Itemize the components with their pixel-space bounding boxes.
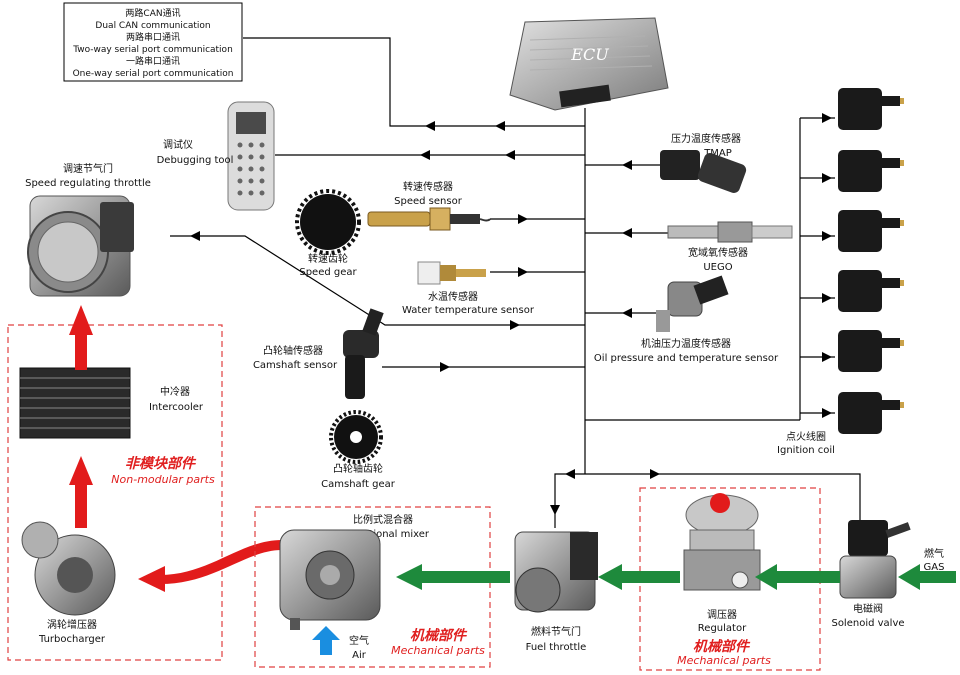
- tmap-cn: 压力温度传感器: [671, 132, 741, 145]
- water-sensor-cn: 水温传感器: [428, 290, 478, 303]
- ignition-coil-6: [838, 392, 904, 434]
- tmap-en: TMAP: [703, 148, 732, 159]
- ignition-coils: [838, 88, 904, 434]
- speed-sensor-en: Speed sensor: [394, 196, 463, 207]
- ignition-coil-1: [838, 88, 904, 130]
- comm-line1-cn: 两路CAN通讯: [125, 7, 180, 19]
- comm-line2-en: Two-way serial port communication: [72, 45, 233, 55]
- speed-gear-cn: 转速齿轮: [308, 252, 348, 265]
- comm-box: 两路CAN通讯 Dual CAN communication 两路串口通讯 Tw…: [63, 2, 243, 82]
- proportional-mixer-device: [279, 529, 381, 630]
- intercooler-device: [19, 367, 131, 439]
- comm-line3-cn: 一路串口通讯: [126, 55, 180, 67]
- water-temp-sensor-device: [417, 261, 486, 285]
- oil-sensor-en: Oil pressure and temperature sensor: [594, 353, 779, 364]
- fuel-throttle-cn: 燃料节气门: [531, 625, 581, 638]
- ignition-coil-2: [838, 150, 904, 192]
- non-modular-box: [7, 324, 223, 661]
- fuel-throttle-device: [514, 531, 598, 613]
- non-modular-en: Non-modular parts: [111, 473, 215, 486]
- camshaft-sensor-cn: 凸轮轴传感器: [263, 344, 323, 357]
- mechanical-1-en: Mechanical parts: [391, 644, 485, 657]
- ignition-cn: 点火线圈: [786, 430, 826, 443]
- uego-cn: 宽域氧传感器: [688, 246, 748, 259]
- ecu-unit: ECU: [509, 17, 669, 111]
- comm-line2-cn: 两路串口通讯: [126, 31, 180, 43]
- regulator-device: [683, 493, 761, 591]
- ignition-en: Ignition coil: [777, 445, 835, 456]
- gas-en: GAS: [924, 562, 945, 573]
- camshaft-sensor-en: Camshaft sensor: [253, 360, 338, 371]
- ecu-label: ECU: [570, 45, 609, 64]
- camshaft-gear-en: Camshaft gear: [321, 479, 396, 490]
- wire-arrows: [190, 113, 832, 515]
- mixer-cn: 比例式混合器: [353, 513, 413, 526]
- uego-en: UEGO: [703, 262, 732, 273]
- intercooler-en: Intercooler: [149, 402, 204, 413]
- debugging-tool-device: [227, 101, 275, 211]
- water-sensor-en: Water temperature sensor: [402, 305, 535, 316]
- regulator-cn: 调压器: [707, 609, 737, 621]
- turbo-en: Turbocharger: [38, 634, 106, 645]
- oil-sensor-cn: 机油压力温度传感器: [641, 337, 731, 350]
- solenoid-valve-device: [839, 520, 911, 599]
- solenoid-en: Solenoid valve: [831, 618, 904, 629]
- non-modular-cn: 非模块部件: [125, 455, 197, 472]
- mechanical-2-en: Mechanical parts: [677, 654, 771, 667]
- debug-tool-cn: 调试仪: [163, 138, 193, 151]
- uego-sensor-device: [667, 221, 793, 243]
- green-flow: [396, 564, 956, 590]
- speed-sensor-cn: 转速传感器: [403, 180, 453, 193]
- oil-sensor-device: [656, 275, 729, 332]
- air-arrow-icon: [312, 626, 340, 655]
- intercooler-cn: 中冷器: [160, 385, 190, 398]
- mixer-en: Proportional mixer: [337, 529, 430, 540]
- comm-line1-en: Dual CAN communication: [95, 21, 210, 31]
- regulator-en: Regulator: [698, 623, 747, 634]
- mechanical-2-cn: 机械部件: [693, 638, 751, 655]
- fuel-throttle-en: Fuel throttle: [526, 642, 587, 653]
- speed-gear-icon: [295, 189, 361, 255]
- camshaft-gear-cn: 凸轮轴齿轮: [333, 462, 383, 475]
- camshaft-sensor-device: [343, 308, 384, 399]
- comm-line3-en: One-way serial port communication: [73, 69, 234, 79]
- air-en: Air: [352, 650, 367, 661]
- ignition-coil-3: [838, 210, 904, 252]
- air-cn: 空气: [349, 634, 369, 647]
- mechanical-box-1: [254, 506, 491, 668]
- red-flow: [69, 305, 282, 592]
- turbocharger-device: [21, 521, 116, 616]
- debug-tool-en: Debugging tool: [157, 155, 234, 166]
- speed-throttle-device: [27, 195, 134, 297]
- gas-cn: 燃气: [924, 547, 944, 560]
- tmap-sensor-device: [660, 150, 747, 193]
- camshaft-gear-icon: [329, 410, 383, 464]
- mechanical-1-cn: 机械部件: [410, 627, 468, 644]
- turbo-cn: 涡轮增压器: [47, 618, 97, 631]
- ignition-coil-4: [838, 270, 904, 312]
- speed-gear-en: Speed gear: [299, 267, 357, 278]
- throttle-cn: 调速节气门: [63, 162, 113, 175]
- speed-sensor-device: [367, 207, 491, 231]
- solenoid-cn: 电磁阀: [853, 602, 883, 615]
- ignition-coil-5: [838, 330, 904, 372]
- throttle-en: Speed regulating throttle: [25, 178, 151, 189]
